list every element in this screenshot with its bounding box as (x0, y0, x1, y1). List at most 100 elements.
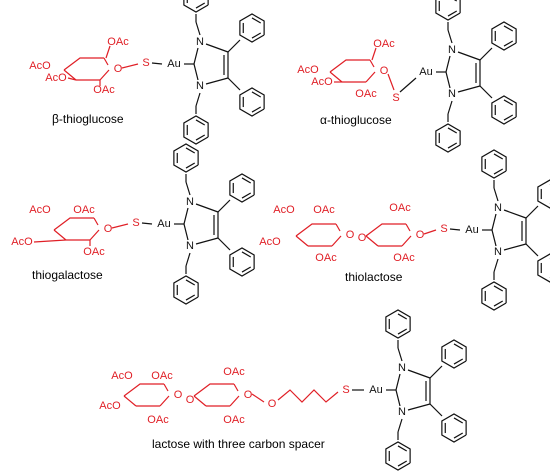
phenyl-ring (239, 13, 265, 43)
benzyl-ring (185, 279, 196, 286)
sugar-ring-bond (295, 223, 336, 237)
ring-bond (491, 213, 497, 231)
sub-bond (33, 239, 67, 243)
benzyl-ring (185, 162, 196, 169)
sugar-ring-bond (63, 69, 77, 81)
benzyl-bond (397, 418, 403, 433)
benzyl-ring (183, 115, 209, 145)
acetoxy-label: OAc (373, 38, 395, 50)
ring-bond (503, 243, 527, 251)
acetoxy-label: OAc (147, 414, 169, 426)
sugar-ring-bond (329, 71, 343, 83)
s-au-bond (399, 77, 417, 93)
benzyl-ring (195, 134, 206, 141)
benzyl-bond (195, 21, 201, 36)
phenyl-bond (217, 237, 231, 251)
benzyl-ring (385, 441, 411, 471)
nitrogen-label: N (448, 44, 456, 56)
benzyl-ring (447, 142, 458, 149)
nitrogen-label: N (196, 36, 204, 48)
sugar-ring-bond (159, 395, 170, 407)
sub-bond (423, 229, 437, 235)
sugar-ring-bond (63, 57, 104, 71)
sulfur-label: S (342, 384, 349, 396)
phenyl-ring (491, 95, 517, 125)
benzyl-bond (447, 29, 453, 44)
phenyl-ring (229, 173, 255, 203)
sulfur-label: S (142, 57, 149, 69)
ring-bond (395, 373, 401, 391)
caption-beta-thioglucose: β-thioglucose (52, 112, 124, 126)
phenyl-ring (491, 21, 517, 51)
sugar-ring-bond (103, 57, 109, 66)
ring-bond (195, 203, 219, 213)
benzyl-ring (185, 147, 196, 154)
ring-bond (407, 403, 431, 411)
ring-bond (395, 389, 401, 407)
phenyl-ring (241, 192, 252, 199)
sulfur-label: S (132, 217, 139, 229)
acetoxy-label: AcO (29, 204, 51, 216)
s-au-bond (449, 228, 461, 231)
acetoxy-label: AcO (99, 400, 121, 412)
ring-oxygen-label: O (114, 63, 123, 75)
phenyl-ring (229, 247, 255, 277)
phenyl-ring (441, 413, 467, 443)
phenyl-bond (479, 85, 493, 99)
sugar-ring-bond (365, 71, 376, 83)
phenyl-ring (453, 358, 464, 365)
sugar-ring-bond (193, 395, 207, 407)
phenyl-bond (429, 403, 443, 417)
benzyl-ring (493, 285, 504, 292)
gold-atom-label: Au (419, 66, 432, 78)
acetoxy-label: OAc (93, 84, 115, 96)
phenyl-ring (503, 25, 514, 32)
benzyl-ring (185, 294, 196, 301)
phenyl-bond (525, 243, 539, 257)
acetoxy-label: OAc (107, 36, 129, 48)
benzyl-bond (195, 92, 201, 107)
benzyl-ring (447, 127, 458, 134)
benzyl-bond (447, 100, 453, 115)
nitrogen-label: N (186, 240, 194, 252)
nitrogen-label: N (186, 196, 194, 208)
sub-bond (111, 223, 129, 229)
glycosidic-oxygen-label: O (186, 394, 195, 406)
sugar-ring-bond (53, 217, 94, 231)
gold-atom-label: Au (465, 224, 478, 236)
phenyl-bond (227, 77, 241, 91)
nitrogen-label: N (196, 80, 204, 92)
ring-oxygen-label: O (244, 389, 253, 401)
phenyl-ring (503, 99, 514, 106)
phenyl-ring (441, 339, 467, 369)
ring-bond (407, 369, 431, 379)
glycosidic-oxygen-label: O (358, 232, 367, 244)
ring-oxygen-label: O (346, 229, 355, 241)
acetoxy-label: AcO (45, 72, 67, 84)
phenyl-ring (251, 91, 262, 98)
ring-bond (457, 51, 481, 61)
acetoxy-label: OAc (151, 370, 173, 382)
caption-thiogalactose: thiogalactose (32, 268, 103, 282)
gold-atom-label: Au (167, 58, 180, 70)
sub-bond (121, 63, 139, 69)
sulfur-label: S (440, 223, 447, 235)
acetoxy-label: OAc (315, 252, 337, 264)
nitrogen-label: N (494, 202, 502, 214)
nitrogen-label: N (448, 88, 456, 100)
benzyl-ring (435, 123, 461, 153)
sub-bond (105, 45, 111, 59)
sugar-ring-bond (229, 395, 240, 407)
acetoxy-label: AcO (111, 370, 133, 382)
phenyl-ring (251, 17, 262, 24)
ring-oxygen-label: O (380, 65, 389, 77)
acetoxy-label: AcO (273, 204, 295, 216)
acetoxy-label: OAc (223, 366, 245, 378)
sugar-ring-bond (329, 59, 370, 73)
ring-bond (503, 209, 527, 219)
phenyl-ring (503, 114, 514, 121)
sugar-ring-bond (405, 223, 411, 232)
benzyl-bond (493, 187, 499, 202)
acetoxy-label: AcO (311, 76, 333, 88)
